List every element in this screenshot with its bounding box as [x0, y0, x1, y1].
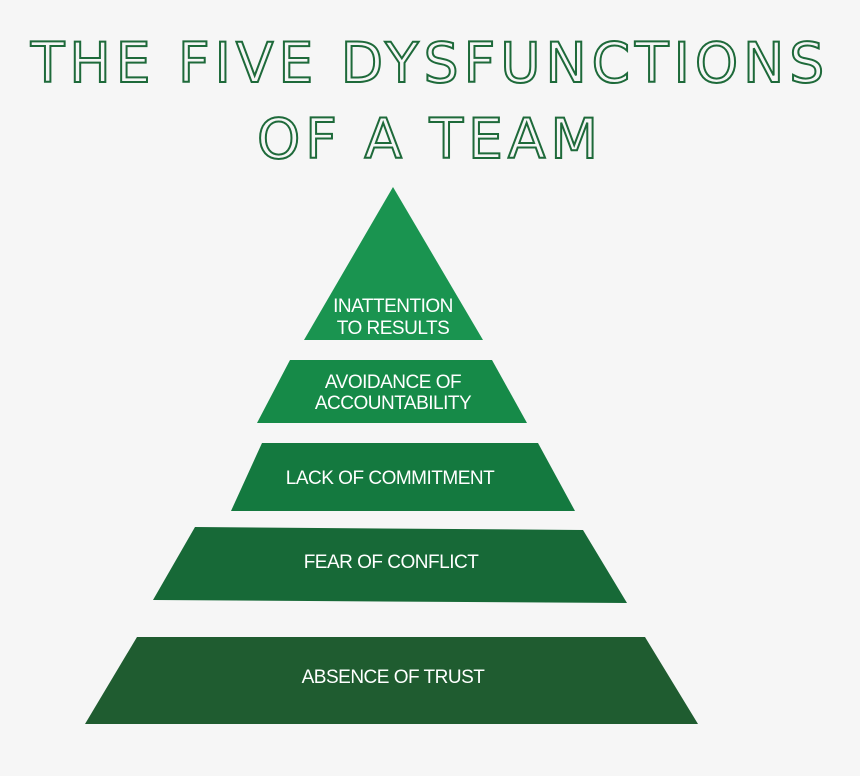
tier-label: INATTENTION — [333, 296, 453, 317]
tier-shape — [153, 527, 627, 603]
tier-shape — [85, 637, 698, 724]
title-line-1: THE FIVE DYSFUNCTIONS — [30, 31, 830, 95]
tier-shape — [231, 443, 575, 511]
tier-label: ABSENCE OF TRUST — [302, 667, 486, 688]
tier-label: ACCOUNTABILITY — [315, 393, 472, 414]
tier-lack-of-commitment: LACK OF COMMITMENT — [231, 443, 575, 511]
tier-label: LACK OF COMMITMENT — [286, 468, 495, 489]
tier-fear-of-conflict: FEAR OF CONFLICT — [153, 527, 627, 603]
tier-absence-of-trust: ABSENCE OF TRUST — [85, 637, 698, 724]
tier-label: AVOIDANCE OF — [325, 372, 461, 393]
tier-shape — [257, 360, 527, 423]
tier-label: FEAR OF CONFLICT — [304, 552, 480, 573]
tier-shape — [304, 187, 483, 340]
title-line-2: OF A TEAM — [256, 107, 603, 171]
tier-label: TO RESULTS — [337, 318, 450, 339]
